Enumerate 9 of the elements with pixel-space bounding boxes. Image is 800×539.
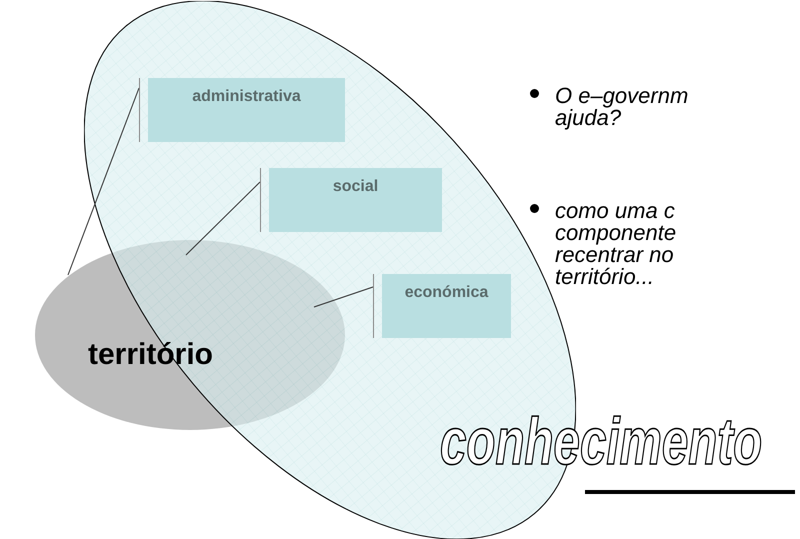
label-box: económica [373, 274, 511, 338]
bullet-text: O e–governm ajuda? [555, 85, 690, 129]
territory-ellipse [35, 240, 345, 430]
label-box: administrativa [139, 78, 345, 142]
connector-line [314, 286, 374, 308]
bullet-text: como uma c componente recentrar no território... [555, 200, 678, 288]
label-box: social [260, 168, 442, 232]
connector-line [68, 88, 140, 276]
connector-line [186, 182, 260, 256]
